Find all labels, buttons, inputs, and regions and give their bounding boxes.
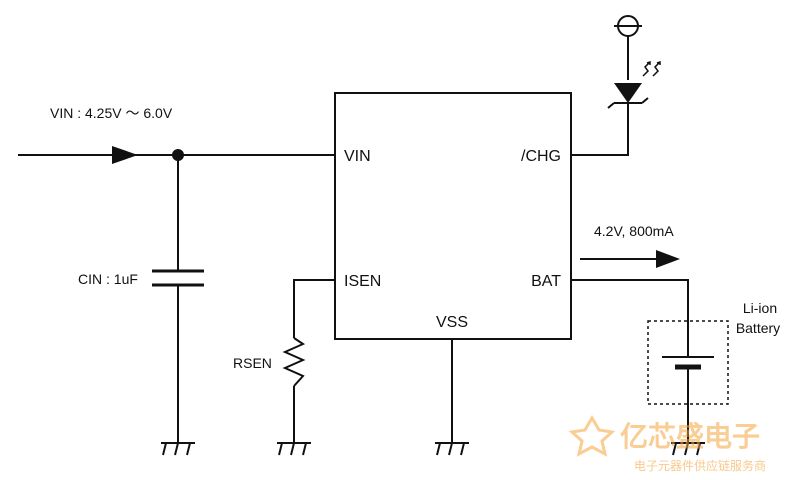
isen-wire: [293, 279, 335, 338]
vin-arrow: [112, 146, 138, 164]
watermark-name: 亿芯盛电子: [620, 420, 760, 453]
watermark-logo-icon: [568, 415, 616, 457]
ic-body: [334, 92, 572, 340]
cin-label: CIN : 1uF: [78, 271, 138, 287]
output-arrow-head: [656, 250, 680, 268]
pin-vin-label: VIN: [344, 148, 371, 165]
ground-symbol: [277, 442, 311, 456]
resistor-rsen: [282, 337, 306, 387]
pin-bat-label: BAT: [531, 273, 561, 290]
watermark-tagline: 电子元器件供应链服务商: [634, 458, 766, 473]
pin-vss-label: VSS: [436, 314, 468, 331]
ground-symbol: [671, 442, 705, 456]
pin-isen-label: ISEN: [344, 273, 381, 290]
battery-type-label: Li-ion: [743, 300, 777, 316]
emission-arrows: [642, 60, 661, 77]
bat-wire: [571, 279, 689, 357]
led: [607, 15, 661, 109]
pin-chg-label: /CHG: [521, 148, 561, 165]
junction-dot: [172, 149, 184, 161]
ground-symbol: [435, 442, 469, 456]
battery: [647, 320, 729, 405]
chg-wire: [571, 102, 629, 156]
vin-range-label: VIN : 4.25V ～ 6.0V: [50, 105, 173, 121]
grounds: [161, 442, 705, 456]
watermark: 亿芯盛电子 电子元器件供应链服务商: [568, 415, 766, 473]
capacitor-cin: [152, 269, 204, 287]
rsen-label: RSEN: [233, 355, 272, 371]
battery-label: Battery: [736, 320, 780, 336]
ground-symbol: [161, 442, 195, 456]
charge-output-label: 4.2V, 800mA: [594, 223, 674, 239]
